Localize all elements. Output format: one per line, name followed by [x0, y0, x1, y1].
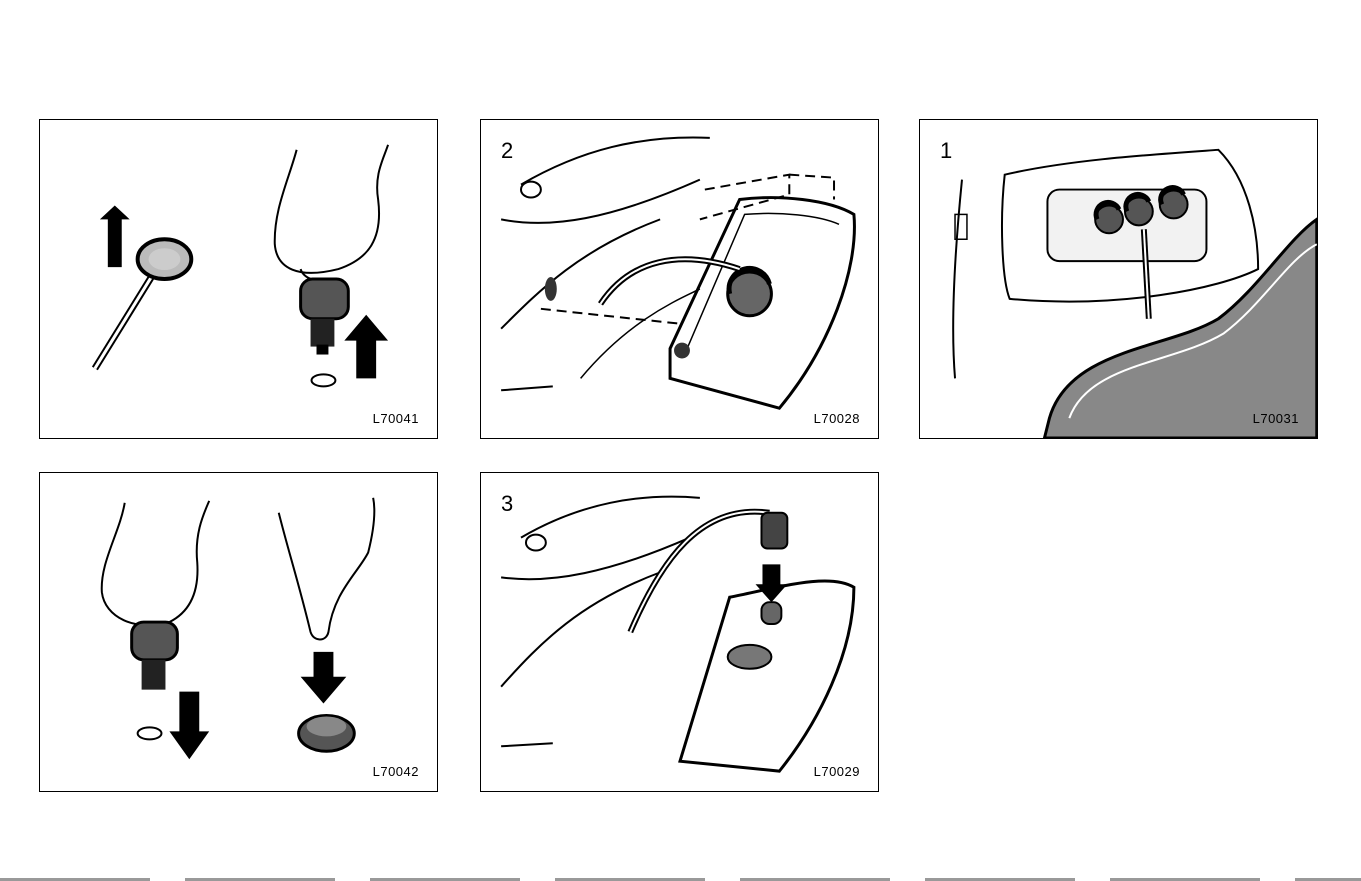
illustration-step-3	[481, 473, 878, 791]
step-number: 2	[501, 138, 513, 164]
illustration-install-cover	[40, 473, 437, 791]
illustration-step-2	[481, 120, 878, 438]
figure-code: L70029	[814, 764, 860, 779]
figure-panel-install-cover: L70042	[39, 472, 438, 792]
figure-code: L70042	[373, 764, 419, 779]
figure-panel-step-2: 2 L70028	[480, 119, 879, 439]
illustration-remove-cover	[40, 120, 437, 438]
figure-panel-step-1: 1 L70031	[919, 119, 1318, 439]
figure-code: L70041	[373, 411, 419, 426]
figure-panel-remove-cover: L70041	[39, 119, 438, 439]
figure-code: L70028	[814, 411, 860, 426]
step-number: 3	[501, 491, 513, 517]
step-number: 1	[940, 138, 952, 164]
figure-panel-step-3: 3 L70029	[480, 472, 879, 792]
figure-code: L70031	[1253, 411, 1299, 426]
illustration-step-1	[920, 120, 1317, 438]
